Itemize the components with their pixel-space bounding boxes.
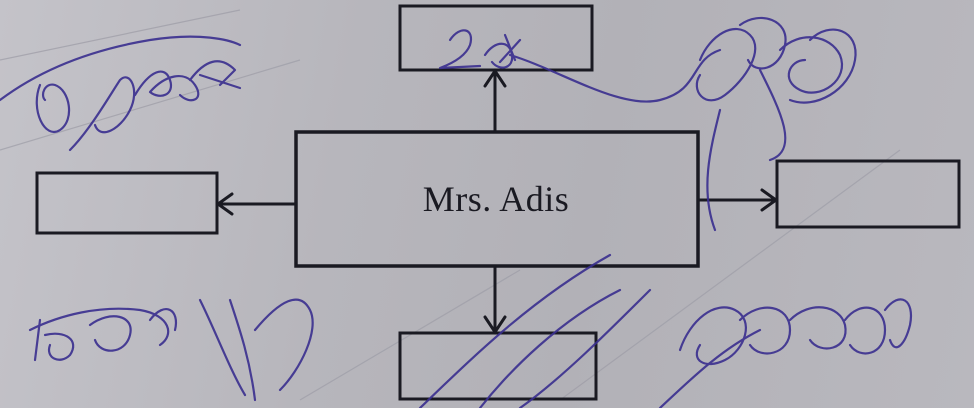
top-box (398, 4, 594, 72)
bottom-box (398, 331, 598, 401)
center-box-label: Mrs. Adis (422, 179, 570, 219)
pencil-marks (0, 9, 901, 401)
arrow-down (483, 264, 507, 335)
left-box (35, 171, 219, 235)
arrow-left (215, 192, 298, 216)
arrow-right (696, 188, 779, 212)
pen-scribbles (0, 16, 913, 408)
right-box (775, 159, 961, 229)
arrow-up (483, 68, 507, 134)
